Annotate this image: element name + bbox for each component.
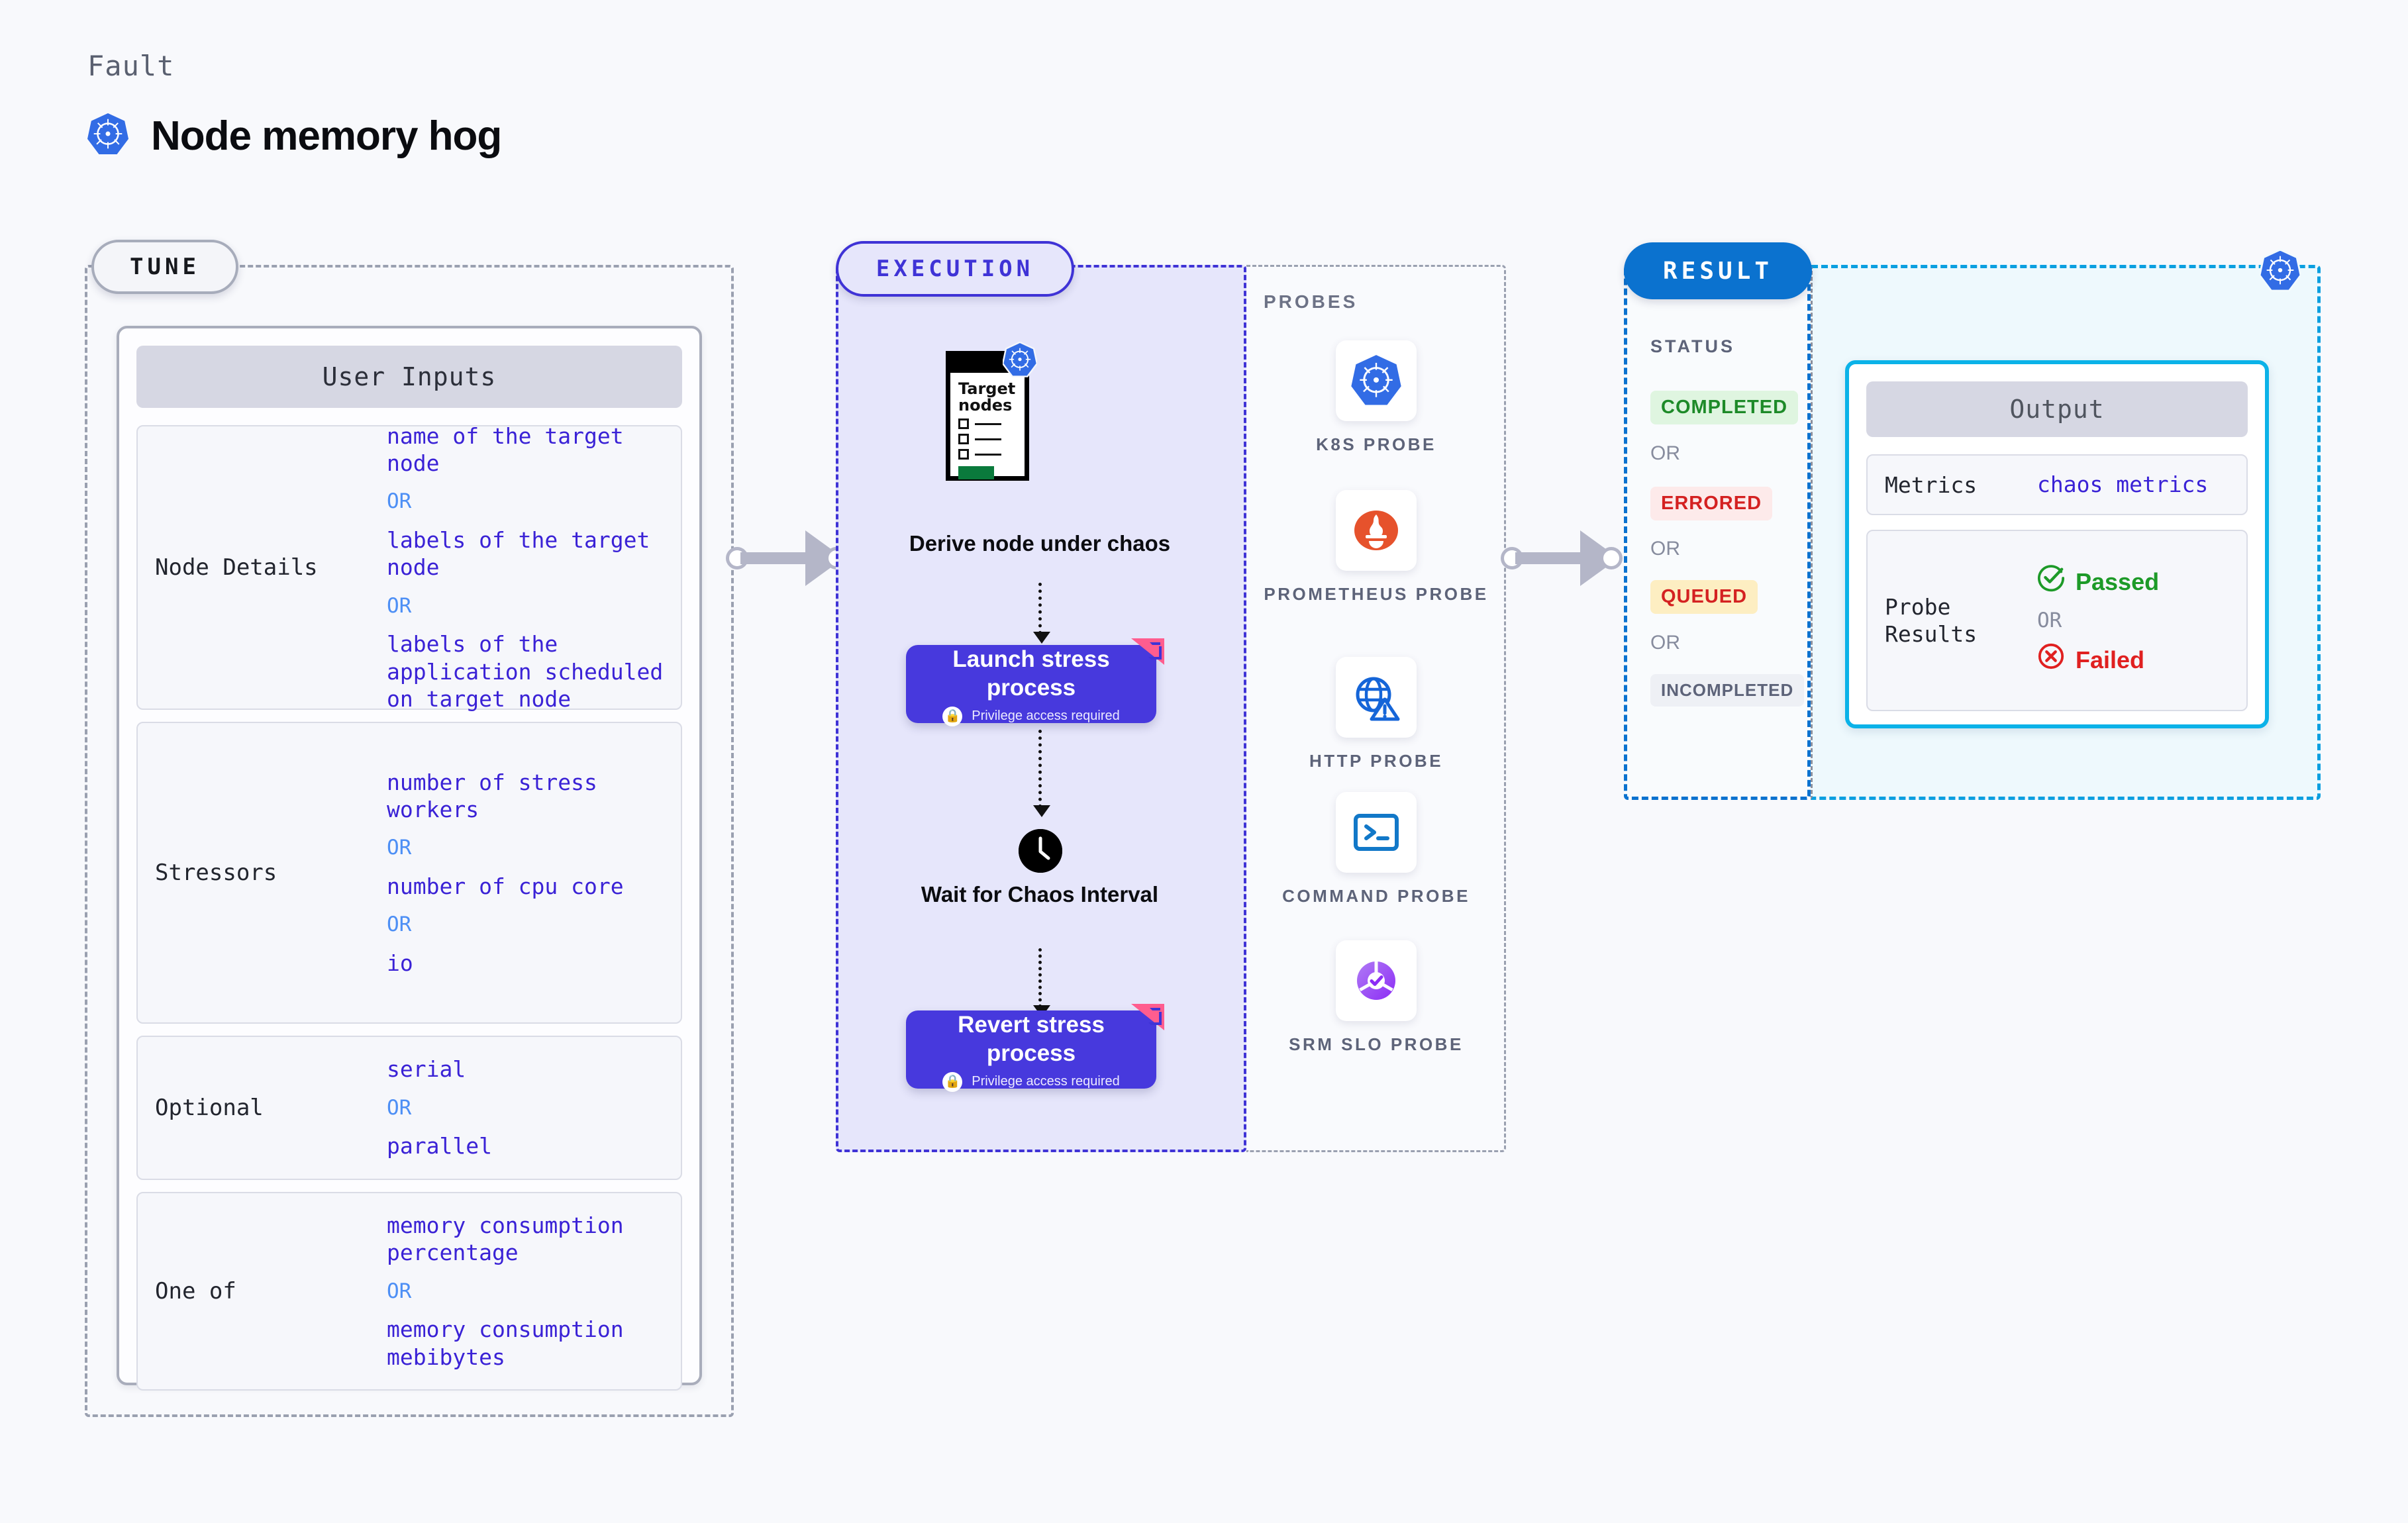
derive-node-icon: Target nodes (946, 341, 1038, 481)
status-separator: OR (1650, 538, 1680, 560)
probe-item-command[interactable]: COMMAND PROBE (1246, 792, 1506, 908)
tune-region (85, 265, 734, 1417)
input-row-key: Stressors (155, 860, 277, 886)
output-row-key: Probe Results (1885, 593, 1978, 647)
input-value: memory consumption mebibytes (387, 1316, 624, 1370)
result-pill[interactable]: RESULT (1624, 242, 1812, 299)
input-separator: OR (387, 1279, 412, 1303)
action-subtitle: Privilege access required (972, 709, 1120, 724)
input-separator: OR (387, 1095, 412, 1120)
probe-item-srm-slo[interactable]: SRM SLO PROBE (1246, 940, 1506, 1056)
probe-item-k8s[interactable]: K8S PROBE (1246, 340, 1506, 456)
input-separator: OR (387, 836, 412, 860)
page-title: Node memory hog (151, 113, 502, 159)
probe-label: K8S PROBE (1316, 434, 1436, 454)
kubernetes-icon (1336, 340, 1417, 421)
output-title: Output (1866, 381, 2248, 437)
litmus-corner-icon (1130, 1003, 1166, 1032)
input-value: number of cpu core (387, 873, 624, 899)
litmus-corner-icon (1130, 637, 1166, 666)
input-value: number of stress workers (387, 769, 597, 822)
action-subtitle: Privilege access required (972, 1074, 1120, 1089)
input-value: labels of the application scheduled on t… (387, 631, 664, 712)
fault-kicker: Fault (87, 50, 175, 82)
input-row-one-of: One of memory consumption percentage OR … (136, 1192, 682, 1391)
input-row-key: Optional (155, 1095, 264, 1121)
status-badge-incompleted: INCOMPLETED (1650, 674, 1805, 707)
probes-section-label: PROBES (1264, 291, 1358, 312)
action-title: Revert stress process (958, 1012, 1105, 1066)
probe-result-failed: Failed (2037, 642, 2246, 676)
input-row-stressors: Stressors number of stress workers OR nu… (136, 722, 682, 1024)
status-separator: OR (1650, 442, 1680, 464)
input-value: serial (387, 1056, 466, 1083)
input-row-key: One of (155, 1278, 236, 1304)
x-circle-icon (2037, 642, 2065, 676)
input-row-optional: Optional serial OR parallel (136, 1036, 682, 1180)
probe-item-prometheus[interactable]: PROMETHEUS PROBE (1246, 490, 1506, 606)
terminal-icon (1336, 792, 1417, 873)
output-row-probe-results: Probe Results Passed OR (1866, 530, 2248, 711)
probe-result-passed: Passed (2037, 564, 2246, 598)
input-value: io (387, 950, 413, 976)
probe-label: SRM SLO PROBE (1289, 1034, 1464, 1054)
output-row-value: chaos metrics (2037, 471, 2209, 498)
flow-arrow-1 (1033, 583, 1050, 644)
launch-stress-process-box[interactable]: Launch stress process 🔒 Privilege access… (906, 638, 1164, 726)
user-inputs-card: User Inputs Node Details name of the tar… (117, 326, 702, 1391)
flow-arrow-3 (1033, 948, 1050, 1017)
flow-arrow-2 (1033, 730, 1050, 817)
check-circle-icon (2037, 564, 2065, 598)
input-value: name of the target node (387, 422, 624, 477)
failed-label: Failed (2076, 646, 2145, 673)
probe-item-http[interactable]: HTTP PROBE (1246, 657, 1506, 773)
kubernetes-icon (1001, 341, 1038, 381)
execution-pill[interactable]: EXECUTION (836, 241, 1074, 297)
clock-icon (1019, 829, 1062, 873)
output-row-metrics: Metrics chaos metrics (1866, 454, 2248, 515)
probe-label: COMMAND PROBE (1282, 886, 1470, 906)
status-badge-completed: COMPLETED (1650, 391, 1799, 424)
input-value: memory consumption percentage (387, 1212, 624, 1266)
input-separator: OR (387, 489, 412, 514)
input-value: parallel (387, 1133, 492, 1159)
revert-stress-process-box[interactable]: Revert stress process 🔒 Privilege access… (906, 1004, 1164, 1092)
fault-title-row: Node memory hog (87, 113, 502, 160)
input-row-node-details: Node Details name of the target node OR … (136, 422, 682, 712)
lock-icon: 🔒 (942, 1071, 963, 1092)
user-inputs-title: User Inputs (136, 346, 682, 408)
srm-slo-icon (1336, 940, 1417, 1021)
status-badge-errored: ERRORED (1650, 487, 1773, 520)
output-row-key: Metrics (1885, 471, 1978, 498)
wait-for-chaos-caption: Wait for Chaos Interval (921, 882, 1159, 907)
kubernetes-icon (87, 113, 128, 160)
probe-label: PROMETHEUS PROBE (1264, 584, 1489, 604)
derive-window-title: Target nodes (958, 379, 1016, 415)
status-separator: OR (1650, 632, 1680, 654)
status-badge-queued: QUEUED (1650, 580, 1758, 614)
probe-label: HTTP PROBE (1309, 751, 1444, 771)
tune-pill[interactable]: TUNE (91, 240, 238, 294)
globe-warning-icon (1336, 657, 1417, 738)
input-separator: OR (387, 912, 412, 937)
passed-label: Passed (2076, 567, 2160, 595)
input-separator: OR (387, 593, 412, 618)
status-label: STATUS (1650, 336, 1735, 356)
probe-result-separator: OR (2037, 608, 2062, 632)
action-title: Launch stress process (952, 646, 1110, 701)
derive-node-caption: Derive node under chaos (909, 531, 1171, 556)
kubernetes-icon (2258, 248, 2302, 296)
prometheus-icon (1336, 490, 1417, 571)
input-value: labels of the target node (387, 527, 650, 581)
output-card: Output Metrics chaos metrics Probe Resul… (1845, 360, 2269, 728)
input-row-key: Node Details (155, 554, 318, 581)
lock-icon: 🔒 (942, 706, 963, 726)
